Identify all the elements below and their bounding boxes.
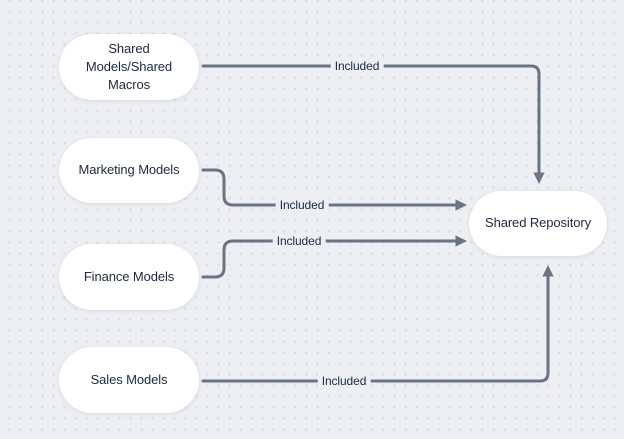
node-label: Marketing Models [78,162,180,178]
edge-label-included[interactable]: Included [330,58,384,74]
node-label: Sales Models [90,371,168,387]
edge-label-included[interactable]: Included [275,197,329,213]
edge-label-included[interactable]: Included [317,373,371,389]
edge-line[interactable] [201,239,458,279]
edge-line[interactable] [201,64,541,175]
arrowhead-right-icon [455,199,467,211]
node-sales-models[interactable]: Sales Models [59,347,199,413]
edge-label-included[interactable]: Included [272,233,326,249]
node-shared-models-macros[interactable]: Shared Models/Shared Macros [59,34,199,100]
arrowhead-down-icon [533,172,545,184]
edge-sales-to-repository[interactable] [201,265,554,383]
arrowhead-up-icon [542,265,554,277]
edge-line[interactable] [201,168,458,207]
node-label: Shared Models/Shared Macros [85,40,173,93]
arrowhead-right-icon [455,235,467,247]
node-finance-models[interactable]: Finance Models [59,244,199,310]
edge-marketing-to-repository[interactable] [201,168,467,211]
node-label: Shared Repository [485,215,591,231]
node-marketing-models[interactable]: Marketing Models [59,138,199,203]
node-shared-repository[interactable]: Shared Repository [469,191,607,256]
edge-shared-models-to-repository[interactable] [201,64,545,184]
node-label: Finance Models [83,268,175,284]
edge-finance-to-repository[interactable] [201,235,467,279]
edge-line[interactable] [201,274,550,383]
